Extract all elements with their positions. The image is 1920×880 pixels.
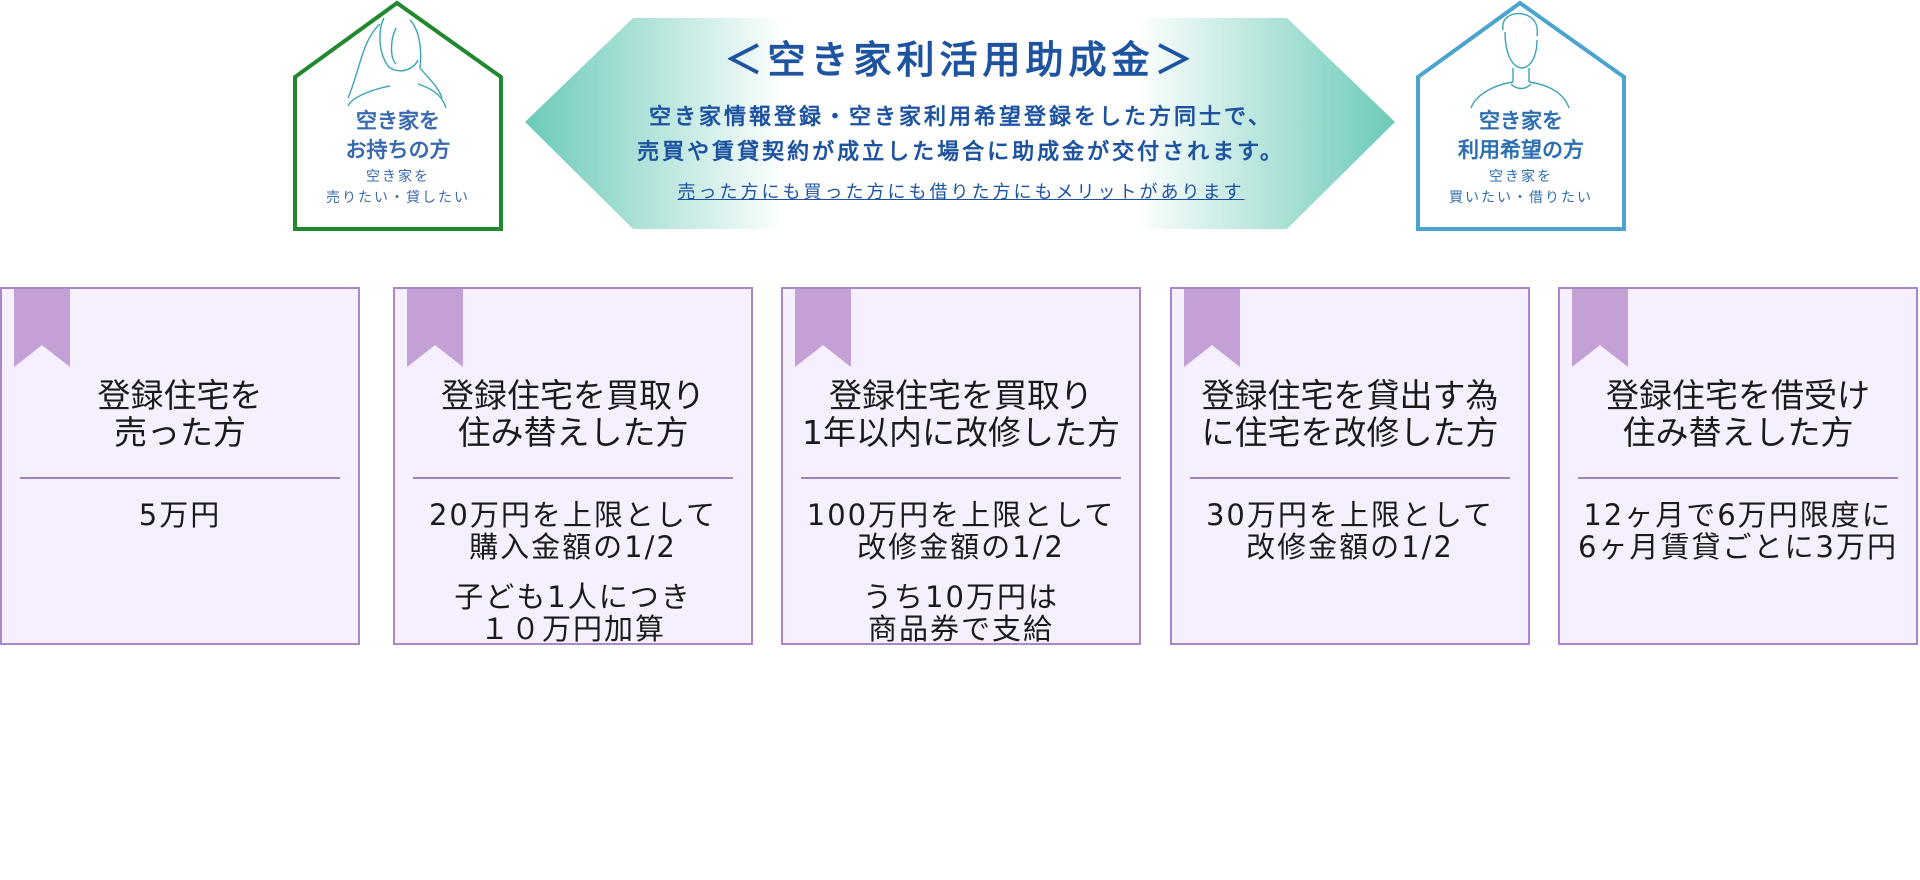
card-divider bbox=[801, 477, 1121, 479]
banner-hexagon-shape bbox=[525, 18, 1395, 229]
card-divider bbox=[1578, 477, 1898, 479]
card-title-line2: に住宅を改修した方 bbox=[1201, 413, 1499, 452]
card-body-line: 購入金額の1/2 bbox=[469, 530, 677, 564]
bookmark-ribbon-icon bbox=[795, 289, 851, 367]
house-outline-icon bbox=[293, 0, 503, 231]
card-title-line2: 売った方 bbox=[114, 413, 246, 452]
subsidy-card-rental-renovate: 登録住宅を貸出す為 に住宅を改修した方 30万円を上限として 改修金額の1/2 bbox=[1170, 287, 1530, 645]
card-divider bbox=[413, 477, 733, 479]
house-outline-icon bbox=[1416, 0, 1626, 231]
card-body-paragraph: 12ヶ月で6万円限度に 6ヶ月賃貸ごとに3万円 bbox=[1560, 499, 1916, 563]
banner-desc-line1: 空き家情報登録・空き家利用希望登録をした方同士で、 bbox=[648, 104, 1274, 130]
card-body-line: 100万円を上限として bbox=[806, 498, 1116, 532]
card-body: 100万円を上限として 改修金額の1/2 うち10万円は 商品券で支給 bbox=[783, 499, 1139, 663]
card-body: 20万円を上限として 購入金額の1/2 子ども1人につき １０万円加算 bbox=[395, 499, 751, 663]
user-house-sub-line1: 空き家を bbox=[1489, 169, 1553, 185]
user-house-title-line2: 利用希望の方 bbox=[1458, 137, 1584, 162]
card-body-line: 改修金額の1/2 bbox=[1246, 530, 1454, 564]
banner-desc-line2: 売買や賃貸契約が成立した場合に助成金が交付されます。 bbox=[637, 139, 1285, 165]
card-body-line: 子ども1人につき bbox=[454, 580, 692, 614]
owner-house-sub-line2: 売りたい・貸したい bbox=[326, 190, 470, 206]
card-body-paragraph: 20万円を上限として 購入金額の1/2 bbox=[395, 499, 751, 563]
owner-house-panel: 空き家を お持ちの方 空き家を 売りたい・貸したい bbox=[292, 0, 504, 232]
card-divider bbox=[20, 477, 340, 479]
card-title: 登録住宅を借受け 住み替えした方 bbox=[1560, 377, 1916, 451]
bookmark-ribbon-icon bbox=[14, 289, 70, 367]
subsidy-banner: ＜空き家利活用助成金＞ 空き家情報登録・空き家利用希望登録をした方同士で、 売買… bbox=[525, 18, 1397, 230]
card-title-line2: 1年以内に改修した方 bbox=[802, 413, 1120, 452]
banner-merit-note: 売った方にも買った方にも借りた方にもメリットがあります bbox=[677, 182, 1245, 203]
card-title-line1: 登録住宅を bbox=[97, 376, 263, 415]
card-body-line: 30万円を上限として bbox=[1205, 498, 1495, 532]
user-house-subtitle: 空き家を 買いたい・借りたい bbox=[1415, 167, 1627, 209]
banner-description: 空き家情報登録・空き家利用希望登録をした方同士で、 売買や賃貸契約が成立した場合… bbox=[525, 100, 1397, 170]
card-body-line: うち10万円は bbox=[863, 580, 1059, 614]
card-body: 12ヶ月で6万円限度に 6ヶ月賃貸ごとに3万円 bbox=[1560, 499, 1916, 581]
card-divider bbox=[1190, 477, 1510, 479]
card-body-line: 改修金額の1/2 bbox=[857, 530, 1065, 564]
card-title: 登録住宅を貸出す為 に住宅を改修した方 bbox=[1172, 377, 1528, 451]
user-house-panel: 空き家を 利用希望の方 空き家を 買いたい・借りたい bbox=[1415, 0, 1627, 232]
card-body-line: １０万円加算 bbox=[479, 612, 666, 646]
owner-house-title-line2: お持ちの方 bbox=[345, 137, 451, 162]
card-body-line: 5万円 bbox=[138, 498, 222, 532]
card-title-line1: 登録住宅を借受け bbox=[1606, 376, 1870, 415]
card-body-line: 12ヶ月で6万円限度に bbox=[1583, 498, 1893, 532]
card-body-paragraph: うち10万円は 商品券で支給 bbox=[783, 581, 1139, 645]
owner-house-title: 空き家を お持ちの方 bbox=[292, 106, 504, 164]
owner-house-title-line1: 空き家を bbox=[356, 108, 440, 133]
banner-title: ＜空き家利活用助成金＞ bbox=[724, 37, 1198, 82]
bookmark-ribbon-icon bbox=[1572, 289, 1628, 367]
card-title-line2: 住み替えした方 bbox=[1622, 413, 1854, 452]
subsidy-card-lease-relocate: 登録住宅を借受け 住み替えした方 12ヶ月で6万円限度に 6ヶ月賃貸ごとに3万円 bbox=[1558, 287, 1918, 645]
owner-house-sub-line1: 空き家を bbox=[366, 169, 430, 185]
card-title-line1: 登録住宅を買取り bbox=[829, 376, 1093, 415]
user-house-title: 空き家を 利用希望の方 bbox=[1415, 106, 1627, 164]
card-body-paragraph: 100万円を上限として 改修金額の1/2 bbox=[783, 499, 1139, 563]
card-title: 登録住宅を 売った方 bbox=[2, 377, 358, 451]
user-house-title-line1: 空き家を bbox=[1479, 108, 1563, 133]
card-title: 登録住宅を買取り 住み替えした方 bbox=[395, 377, 751, 451]
card-body-paragraph: 5万円 bbox=[2, 499, 358, 531]
card-body: 30万円を上限として 改修金額の1/2 bbox=[1172, 499, 1528, 581]
card-body: 5万円 bbox=[2, 499, 358, 549]
bookmark-ribbon-icon bbox=[407, 289, 463, 367]
owner-house-subtitle: 空き家を 売りたい・貸したい bbox=[292, 167, 504, 209]
subsidy-card-purchase-renovate: 登録住宅を買取り 1年以内に改修した方 100万円を上限として 改修金額の1/2… bbox=[781, 287, 1141, 645]
subsidy-card-sold: 登録住宅を 売った方 5万円 bbox=[0, 287, 360, 645]
card-body-paragraph: 子ども1人につき １０万円加算 bbox=[395, 581, 751, 645]
user-house-sub-line2: 買いたい・借りたい bbox=[1449, 190, 1593, 206]
card-body-line: 6ヶ月賃貸ごとに3万円 bbox=[1578, 530, 1898, 564]
card-body-paragraph: 30万円を上限として 改修金額の1/2 bbox=[1172, 499, 1528, 563]
card-title: 登録住宅を買取り 1年以内に改修した方 bbox=[783, 377, 1139, 451]
card-title-line1: 登録住宅を貸出す為 bbox=[1201, 376, 1499, 415]
card-body-line: 20万円を上限として bbox=[428, 498, 718, 532]
subsidy-card-purchase-relocate: 登録住宅を買取り 住み替えした方 20万円を上限として 購入金額の1/2 子ども… bbox=[393, 287, 753, 645]
card-title-line2: 住み替えした方 bbox=[457, 413, 689, 452]
bookmark-ribbon-icon bbox=[1184, 289, 1240, 367]
card-title-line1: 登録住宅を買取り bbox=[441, 376, 705, 415]
card-body-line: 商品券で支給 bbox=[867, 612, 1054, 646]
